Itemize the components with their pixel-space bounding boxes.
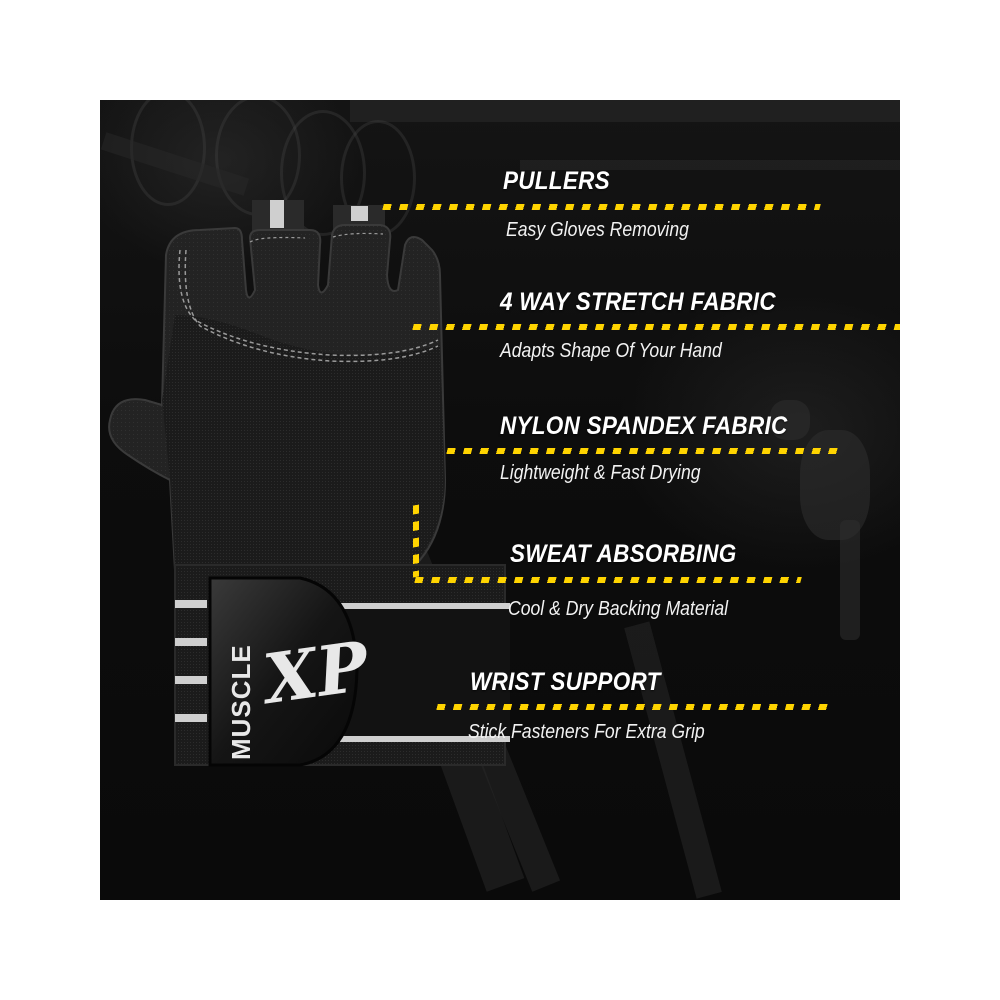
dotted-leader-line xyxy=(412,324,900,330)
dotted-leader-line xyxy=(446,448,841,454)
dotted-leader-vertical xyxy=(413,504,419,578)
feature-description: Adapts Shape Of Your Hand xyxy=(500,340,722,362)
feature-description: Easy Gloves Removing xyxy=(506,219,689,241)
feature-description: Cool & Dry Backing Material xyxy=(508,598,729,620)
feature-description: Stick Fasteners For Extra Grip xyxy=(468,721,705,743)
brand-wordmark: MUSCLE xyxy=(226,644,256,760)
feature-title: NYLON SPANDEX FABRIC xyxy=(500,412,788,440)
glove-image: MUSCLE XP xyxy=(108,200,510,767)
dotted-leader-line xyxy=(414,577,802,583)
feature-title: WRIST SUPPORT xyxy=(470,668,661,696)
feature-title: PULLERS xyxy=(503,167,610,195)
feature-title: SWEAT ABSORBING xyxy=(510,540,737,568)
feature-description: Lightweight & Fast Drying xyxy=(500,462,701,484)
feature-title: 4 WAY STRETCH FABRIC xyxy=(500,288,776,316)
brand-mark: XP xyxy=(255,626,375,720)
dotted-leader-line xyxy=(382,204,821,210)
product-infographic-panel: MUSCLE XP PULLERS Easy Gloves Removing 4… xyxy=(100,100,900,900)
dotted-leader-line xyxy=(436,704,828,710)
